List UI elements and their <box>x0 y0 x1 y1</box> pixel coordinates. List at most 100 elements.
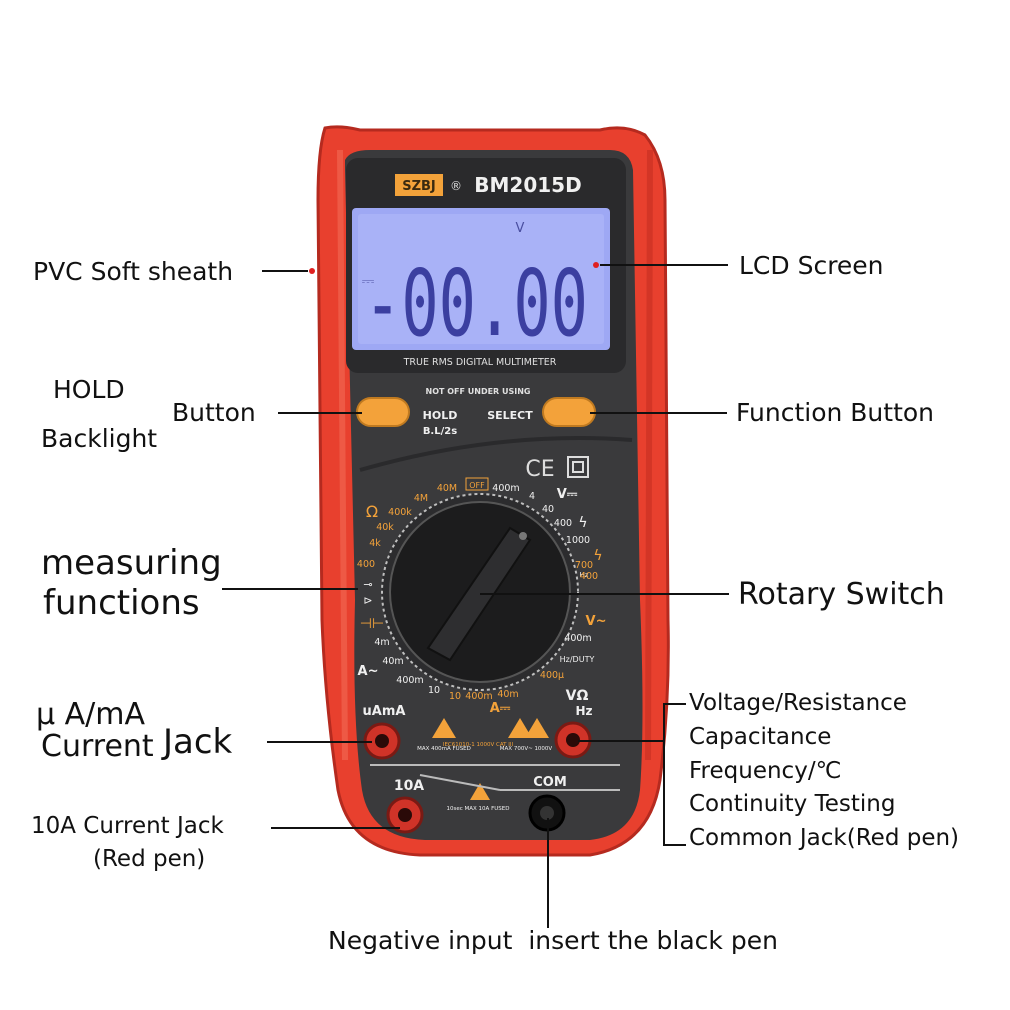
leader-dot <box>309 268 315 274</box>
double-insulation-mark-inner <box>572 461 584 473</box>
dial-10-aac: 10 <box>428 685 440 696</box>
jack-rating-uama: MAX 400mA FUSED <box>417 746 471 752</box>
lcd-reading: -00.00 <box>364 250 588 357</box>
label-voltage: Voltage/Resistance <box>689 690 907 716</box>
sheath-highlight <box>337 149 348 761</box>
lcd-inner <box>358 214 604 344</box>
dial-40m-aac: 40m <box>382 656 403 667</box>
label-rotary: Rotary Switch <box>738 577 945 612</box>
label-common-jack: Common Jack(Red pen) <box>689 825 960 851</box>
warning-icon <box>525 718 549 738</box>
jack-label-hz: Hz <box>575 704 592 718</box>
label-current-1: µ A/mA <box>36 697 145 732</box>
double-insulation-mark <box>567 456 589 478</box>
dial-acv: V~ <box>586 614 607 629</box>
label-functions: functions <box>43 583 200 623</box>
capacitance-icon: ⊣⊢ <box>360 616 384 632</box>
dial-aac: A~ <box>358 664 379 679</box>
dial-hz-unit: Hz <box>580 571 589 579</box>
jack-rating-v: MAX 700V~ 1000V <box>500 746 553 752</box>
label-capacitance: Capacitance <box>689 724 832 750</box>
dial-400-hz: 400 <box>580 571 598 582</box>
jack-label-10a: 10A <box>394 778 424 794</box>
label-lcd: LCD Screen <box>739 251 884 280</box>
ce-mark: CE <box>525 457 554 482</box>
lightning-icon: ϟ <box>578 515 587 531</box>
off-box <box>465 477 489 491</box>
leader-bracket <box>663 703 686 846</box>
dial-vdc: V⎓ <box>557 487 578 502</box>
dial-40m-ohm: 40M <box>437 483 457 494</box>
dial-adc: A⎓ <box>490 701 511 716</box>
dial-4-v: 4 <box>529 491 535 502</box>
dial-400m-acv: 400m <box>564 633 591 644</box>
label-hold: HOLD <box>53 375 125 404</box>
dial-400m-ma: 400m <box>465 691 492 702</box>
brand-text: SZBJ <box>402 179 436 194</box>
label-current-jack: Jack <box>163 722 233 762</box>
lcd-unit: V <box>516 221 525 236</box>
hold-backlight-button[interactable] <box>356 397 410 427</box>
dial-400-v: 400 <box>554 518 572 529</box>
dial-4m-ohm: 4M <box>414 493 428 504</box>
label-function-button: Function Button <box>736 398 935 427</box>
dial-1000-v: 1000 <box>566 535 590 546</box>
warning-icon <box>508 718 532 738</box>
dial-off: OFF <box>469 481 485 490</box>
continuity-icon: ⊳ <box>363 594 372 607</box>
model-name: BM2015D <box>474 173 581 197</box>
dial-400-ohm: 400 <box>357 559 375 570</box>
hold-text: HOLD <box>423 409 458 422</box>
select-text: SELECT <box>487 409 533 422</box>
dial-400k: 400k <box>388 507 412 518</box>
a10-jack[interactable] <box>386 796 424 834</box>
sheath-highlight-right <box>645 149 653 761</box>
jack-divider <box>370 764 620 791</box>
diode-icon: ⊸ <box>363 578 372 591</box>
registered-mark: ® <box>450 179 462 193</box>
dial-4m-aac: 4m <box>374 637 389 648</box>
dial-700-hz: 700 <box>575 560 593 571</box>
warning-icon <box>470 783 490 800</box>
com-jack[interactable] <box>528 794 566 832</box>
lightning-icon: ϟ <box>593 548 602 564</box>
dial-40m-ma: 40m <box>497 689 518 700</box>
label-10a-1: 10A Current Jack <box>31 813 224 839</box>
note-text: NOT OFF UNDER USING <box>426 387 531 396</box>
label-backlight: Backlight <box>41 424 158 453</box>
label-button: Button <box>172 398 256 427</box>
label-negative-input: Negative input insert the black pen <box>328 926 778 955</box>
dial-10-a: 10 <box>449 691 461 702</box>
dial-40-v: 40 <box>542 504 554 515</box>
rotary-pointer-dot <box>519 532 527 540</box>
lcd-dc-symbol: ⎓ <box>362 271 375 290</box>
label-current-2: Current <box>41 729 154 764</box>
label-continuity: Continuity Testing <box>689 791 896 817</box>
dial-40k: 40k <box>376 522 394 533</box>
dial-ohm: Ω <box>366 502 378 521</box>
dial-400u: 400µ <box>540 670 564 681</box>
backlight-text: B.L/2s <box>423 426 457 437</box>
jack-label-com: COM <box>533 775 567 790</box>
jack-standard: IEC61010-1 1000V CAT III <box>443 742 514 748</box>
jack-label-vohm: VΩ <box>566 688 589 704</box>
dial-400m-aac: 400m <box>396 675 423 686</box>
lcd-subtitle: TRUE RMS DIGITAL MULTIMETER <box>403 357 557 368</box>
dial-hz-duty: Hz/DUTY <box>560 655 595 664</box>
label-pvc: PVC Soft sheath <box>33 257 234 286</box>
jack-label-uama: uAmA <box>363 704 406 719</box>
select-function-button[interactable] <box>542 397 596 427</box>
ua-ma-jack[interactable] <box>363 722 401 760</box>
brand-logo <box>395 174 443 196</box>
jack-rating-10a: 10sec MAX 10A FUSED <box>447 806 510 812</box>
warning-icon <box>432 718 456 738</box>
panel-curve <box>359 436 633 472</box>
dial-4k: 4k <box>369 538 381 549</box>
label-measuring: measuring <box>41 543 222 583</box>
label-frequency: Frequency/℃ <box>689 758 842 784</box>
dial-400m-v: 400m <box>492 483 519 494</box>
leader-dot <box>593 262 599 268</box>
label-10a-2: (Red pen) <box>93 846 206 872</box>
lcd-label-band <box>355 350 607 372</box>
